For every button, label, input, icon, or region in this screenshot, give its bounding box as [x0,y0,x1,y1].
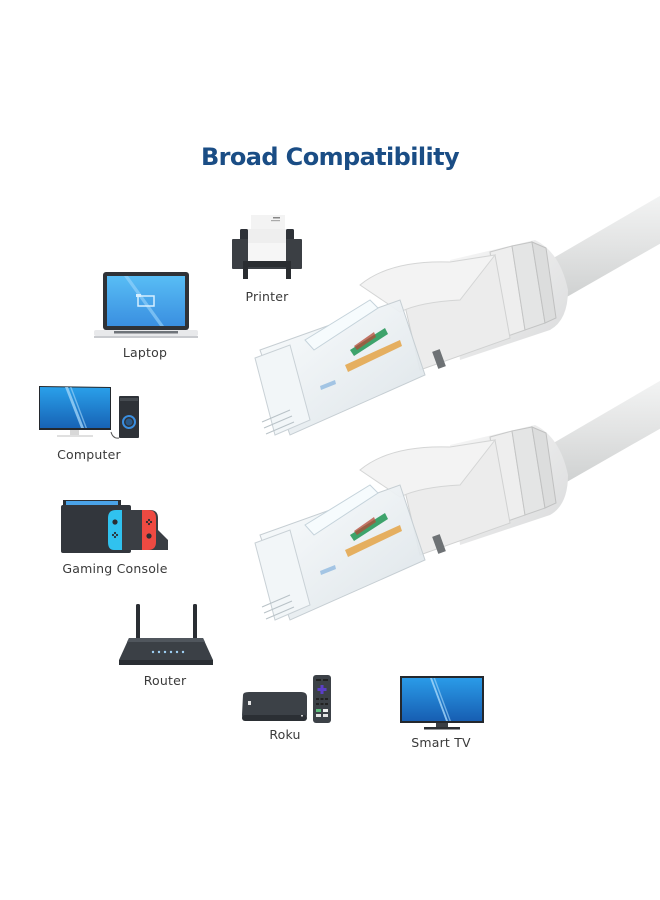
router-icon [119,604,213,665]
ethernet-cable-product [250,189,660,654]
laptop-icon [94,272,198,338]
device-label-router: Router [143,673,187,688]
device-label-gaming-console: Gaming Console [62,561,168,576]
device-label-printer: Printer [245,289,289,304]
page-title: Broad Compatibility [200,143,460,171]
device-printer [229,213,305,283]
ethernet-cable-icon [254,189,660,621]
gaming-console-icon [61,500,168,553]
printer-icon [232,215,302,279]
device-router [117,604,215,668]
device-label-smart-tv: Smart TV [411,735,471,750]
device-label-computer: Computer [57,447,121,462]
device-smart-tv [400,676,484,730]
roku-streaming-icon [242,675,331,723]
device-label-laptop: Laptop [122,345,168,360]
desktop-computer-icon [39,386,139,439]
device-roku [239,675,335,725]
device-label-roku: Roku [269,727,301,742]
device-computer [37,384,143,444]
device-laptop [94,272,198,340]
smart-tv-icon [400,676,484,730]
device-gaming-console [60,500,172,556]
